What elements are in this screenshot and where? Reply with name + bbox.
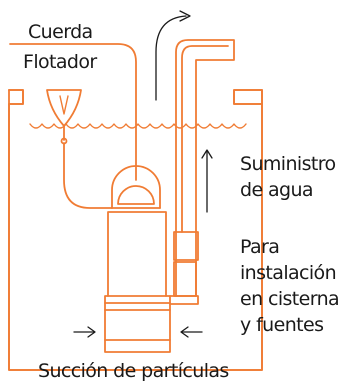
label-flotador: Flotador: [23, 51, 97, 73]
suction-right-arrowhead: [180, 326, 189, 338]
outflow-arrowhead: [179, 10, 191, 22]
flow-up-arrowhead: [201, 149, 213, 159]
label-para-1: Para: [240, 236, 280, 258]
label-para-3: en cisterna: [240, 288, 340, 310]
pump-lower-body: [104, 295, 171, 353]
pump-body: [107, 211, 167, 297]
pump-head-outer: [111, 165, 161, 209]
label-para-2: instalación: [240, 262, 337, 284]
label-para-4: y fuentes: [240, 314, 324, 336]
suction-left-arrowhead: [87, 326, 96, 338]
tank-left-rim: [8, 89, 24, 105]
label-suministro-2: de agua: [240, 179, 314, 201]
float-inner-icon: [59, 95, 69, 115]
outflow-curve: [155, 15, 187, 101]
pipe-fitting: [173, 231, 199, 261]
pipe-coupling: [169, 295, 199, 305]
cord-line: [9, 43, 137, 181]
float-cable: [63, 142, 113, 209]
label-succion: Succión de partículas: [38, 360, 229, 382]
pipe-fitting-lower: [173, 261, 197, 297]
float-icon: [46, 89, 82, 127]
discharge-pipe-outer: [175, 39, 235, 297]
tank-outline: [8, 89, 263, 371]
discharge-pipe-inner: [181, 45, 229, 233]
label-cuerda: Cuerda: [28, 21, 93, 43]
tank-right-rim: [233, 89, 263, 105]
label-suministro-1: Suministro: [240, 153, 336, 175]
pump-head-inner: [117, 185, 155, 205]
